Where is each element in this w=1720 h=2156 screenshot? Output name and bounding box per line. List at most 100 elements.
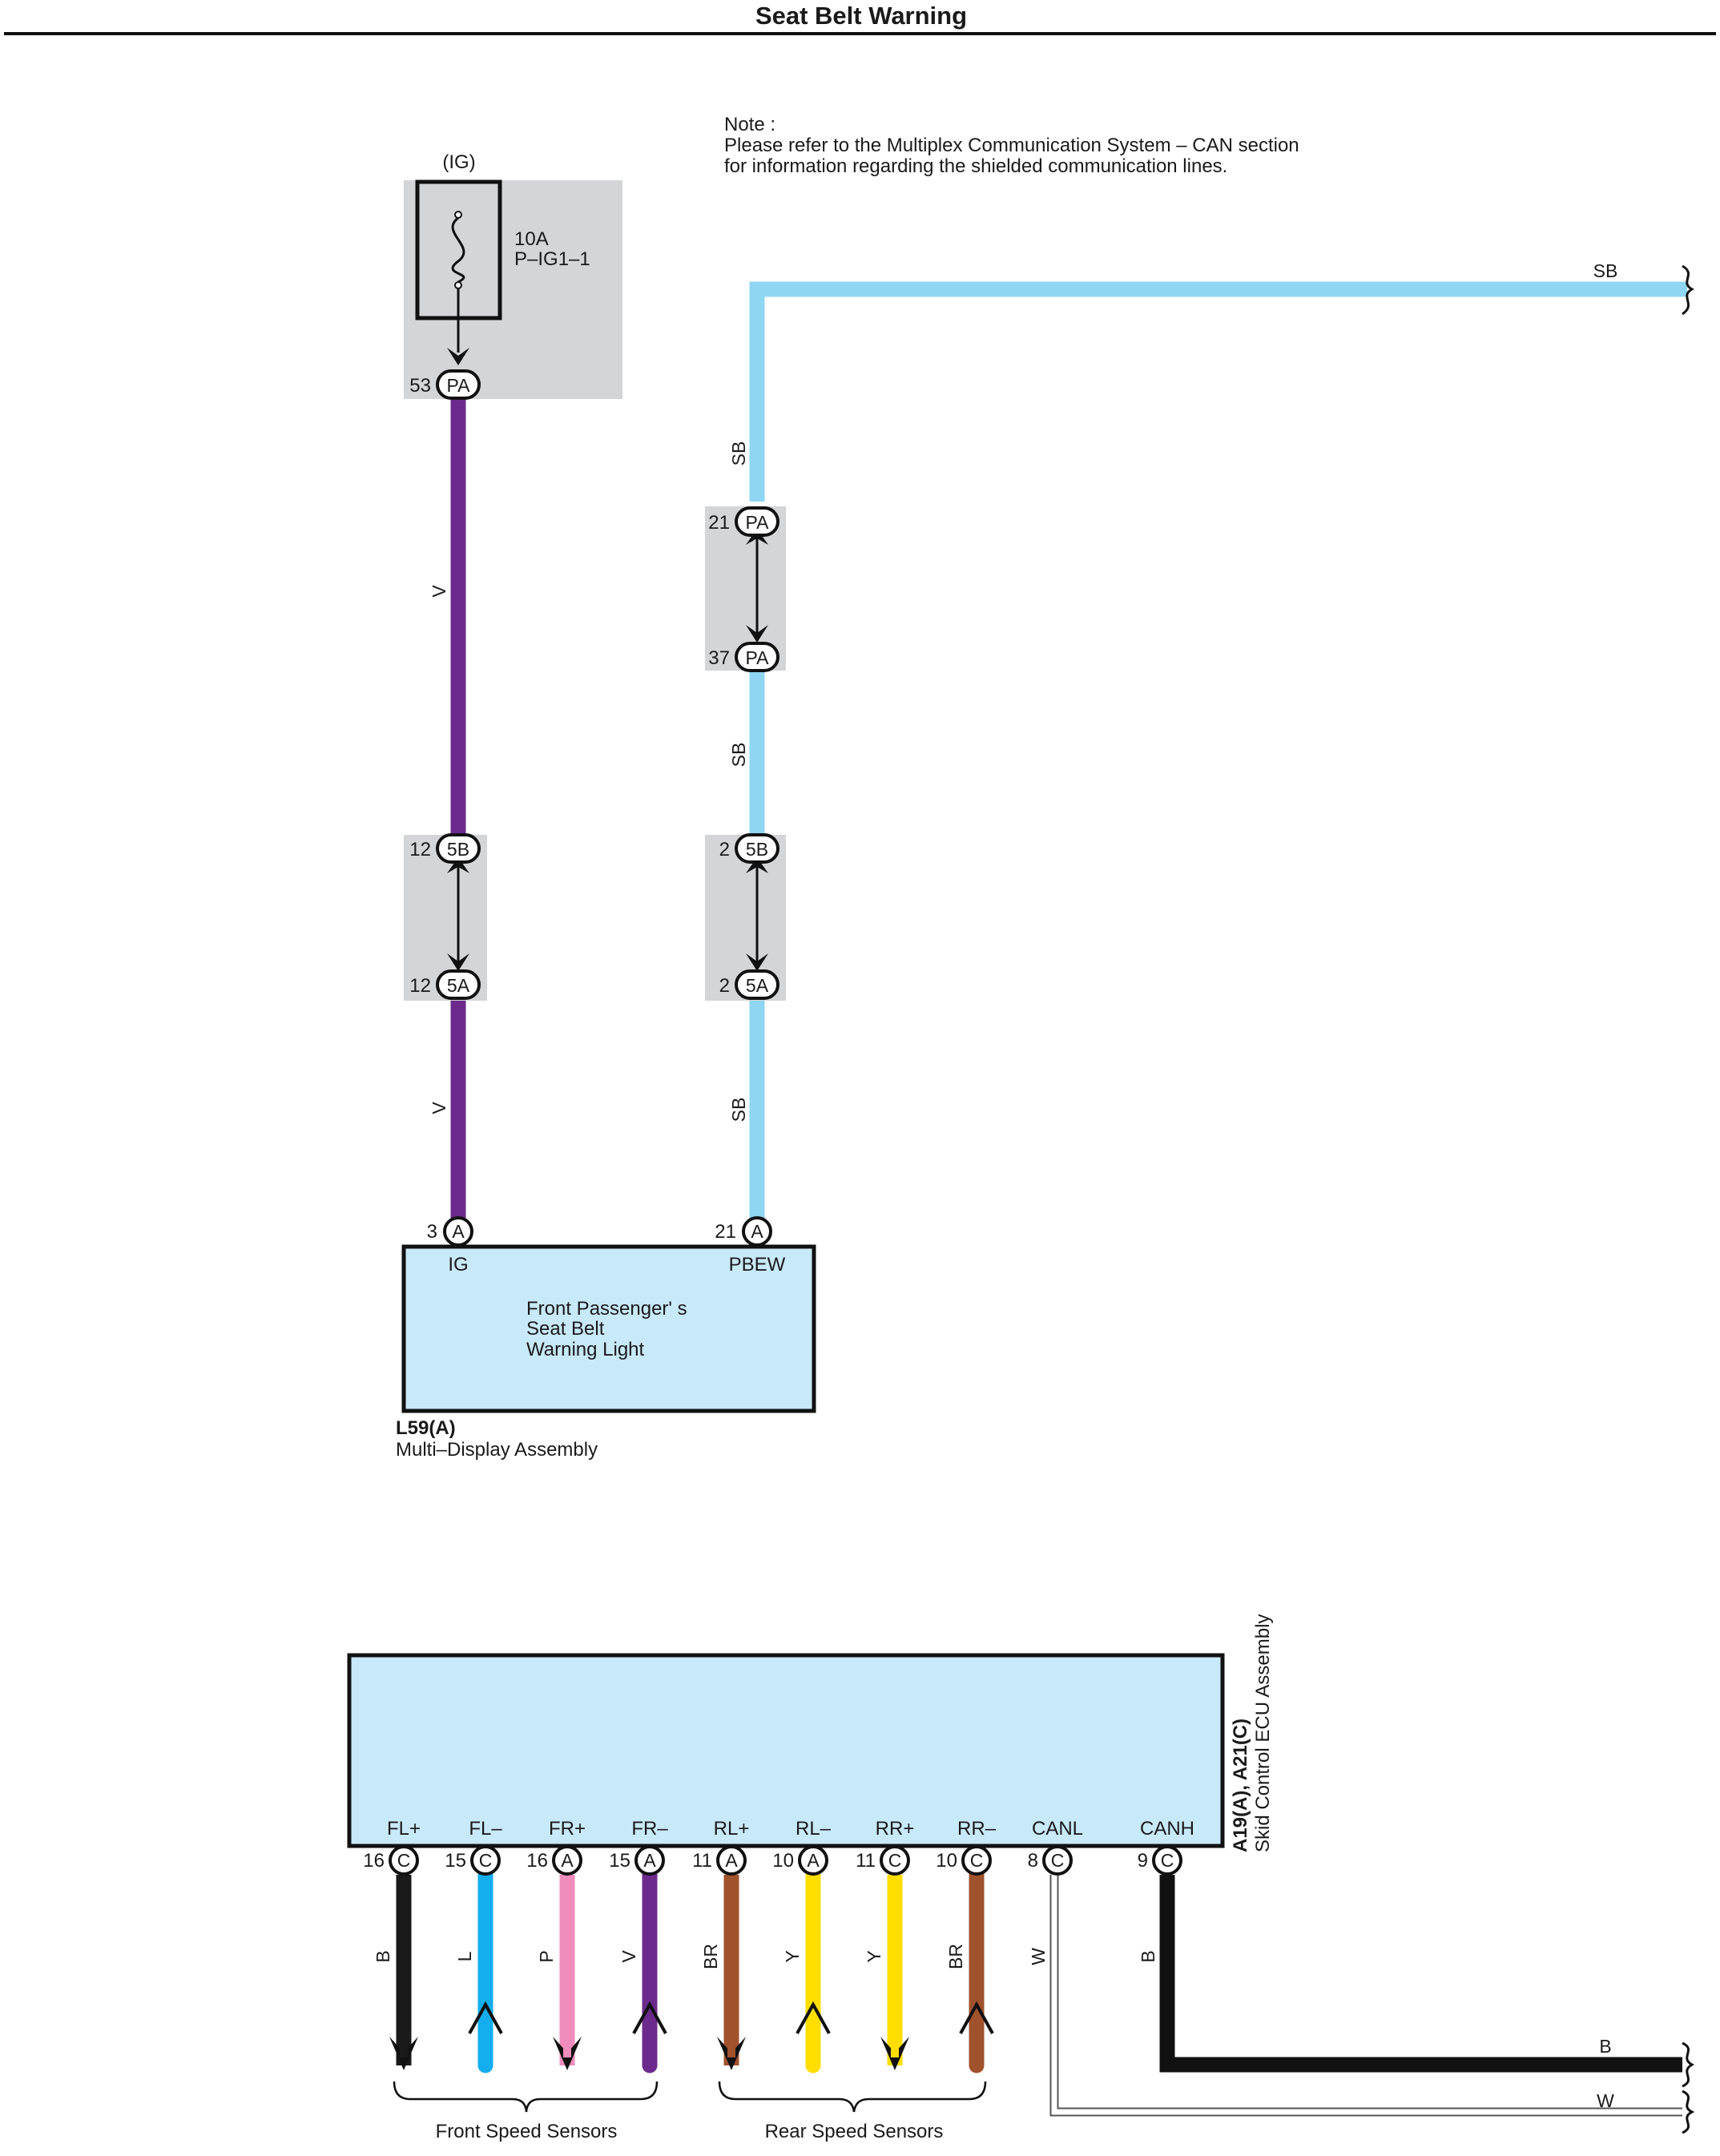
ecu-terminal-label: RL– — [796, 1818, 832, 1840]
ecu-terminal-connector-id: A — [643, 1850, 656, 1871]
meter-pin-ig-connector: A — [452, 1221, 465, 1242]
ecu-terminal-label: RL+ — [714, 1818, 750, 1840]
ecu-terminal-wire-label: B — [1138, 1950, 1158, 1962]
ecu-terminal-connector — [470, 1845, 501, 1876]
ecu-terminal-pin: 16 — [526, 1850, 548, 1872]
ecu-terminal-wire-label: BR — [945, 1944, 966, 1969]
meter-text-line-3: Warning Light — [526, 1339, 645, 1360]
ecu-terminal-connector-id: A — [561, 1850, 574, 1871]
meter-pin-ig-number: 3 — [427, 1221, 437, 1243]
ecu-terminal-pin: 9 — [1138, 1850, 1148, 1872]
ecu-terminal-connector — [1042, 1845, 1073, 1876]
meter-pin-pbew: A 21 — [715, 1216, 772, 1247]
connector-ig-5a: 5A 12 — [409, 969, 481, 1000]
meter-component: A 3 A 21 IG PBEW Front Passenger' s Seat… — [396, 1216, 816, 1461]
ecu-name: Skid Control ECU Assembly — [1252, 1614, 1274, 1852]
ecu-terminal-connector — [798, 1845, 828, 1876]
fuse-terminal-bottom — [454, 281, 462, 289]
canh-wire — [1159, 1875, 1682, 2073]
ecu-terminal-pin: 16 — [363, 1850, 385, 1872]
connector-pa-21-pin: 21 — [708, 512, 730, 534]
wire-sb-label-2: SB — [728, 743, 749, 768]
connector-pa-37-id: PA — [746, 647, 770, 668]
ecu-terminal-label: FL– — [469, 1818, 502, 1840]
wire-sb-top — [749, 281, 1687, 502]
can-lines: B W — [1049, 1875, 1695, 2134]
connector-sb-5b-id: 5B — [746, 839, 768, 860]
connector-sb-5a-pin: 2 — [719, 975, 730, 997]
fuse-power-source: (IG) — [442, 151, 475, 173]
ecu-terminal-wire-label: Y — [864, 1950, 884, 1962]
ecu-terminal-pin: 8 — [1028, 1850, 1038, 1872]
ecu-terminal-pin: 15 — [445, 1850, 466, 1872]
meter-terminal-ig: IG — [448, 1254, 468, 1275]
front-sensors-brace — [393, 2081, 659, 2113]
wire-sb-label-3: SB — [728, 1098, 749, 1122]
note-line-2: for information regarding the shielded c… — [724, 155, 1227, 177]
fuse-down-arrow-icon — [447, 348, 469, 365]
ecu-terminal-wire-label: W — [1028, 1948, 1049, 1965]
front-sensors-label: Front Speed Sensors — [436, 2121, 618, 2142]
ecu-terminal-pin: 11 — [692, 1850, 712, 1872]
connector-sb-5b: 5B 2 — [719, 833, 779, 864]
ecu-terminal-connector-id: C — [479, 1850, 493, 1871]
ecu-body — [347, 1653, 1225, 1848]
wire-v-label-1: V — [429, 585, 449, 598]
ecu-terminal-label: CANH — [1140, 1818, 1194, 1840]
meter-pin-ig: A 3 — [427, 1216, 473, 1247]
ecu-terminal-connector — [880, 1845, 910, 1876]
junction-ig-down-arrow-icon — [447, 953, 469, 971]
ecu-terminal-pin: 11 — [856, 1850, 876, 1872]
ecu-terminal-pin: 15 — [609, 1850, 630, 1872]
meter-text-line-2: Seat Belt — [526, 1318, 605, 1340]
fuse-block: (IG) 10A P–IG1–1 — [404, 151, 622, 399]
ecu-terminal-pin: 10 — [772, 1850, 794, 1872]
sensor-braces: Front Speed Sensors Rear Speed Sensors — [393, 2081, 987, 2142]
canl-wire-outer — [1049, 1875, 1682, 2117]
ecu-terminal-6: RR+ Y C 11 — [856, 1818, 914, 2070]
ecu-terminal-connector-id: C — [1051, 1850, 1065, 1871]
connector-ig-5a-pin: 12 — [409, 975, 431, 997]
ecu-terminal-connector — [552, 1845, 582, 1876]
ecu-terminal-pin: 10 — [936, 1850, 957, 1872]
meter-name: Multi–Display Assembly — [396, 1439, 598, 1461]
junction-pa-down-arrow-icon — [746, 625, 768, 643]
rear-sensors-label: Rear Speed Sensors — [765, 2121, 944, 2142]
ecu-terminal-connector — [389, 1845, 419, 1876]
ecu-terminal-wire-label: Y — [782, 1950, 803, 1962]
wire-v-label-2: V — [429, 1102, 449, 1114]
connector-pa-21: PA 21 — [708, 506, 779, 537]
ecu-terminal-connector-id: C — [888, 1850, 902, 1871]
ecu-terminal-up-arrow-icon — [959, 2001, 994, 2034]
meter-pin-pbew-number: 21 — [715, 1221, 736, 1243]
ecu-terminal-label: RR+ — [876, 1818, 915, 1840]
ecu-terminal-label: FR– — [631, 1818, 668, 1840]
page-title: Seat Belt Warning — [755, 2, 967, 30]
meter-text-line-1: Front Passenger' s — [526, 1298, 687, 1320]
connector-pa-21-id: PA — [746, 512, 770, 533]
connector-ig-5b-id: 5B — [447, 839, 469, 860]
ecu-terminal-9: CANH B C9 — [1138, 1818, 1194, 1963]
ecu-terminal-connector — [634, 1845, 665, 1876]
ecu-terminal-up-arrow-icon — [468, 2001, 503, 2034]
ecu-code: A19(A), A21(C) — [1230, 1719, 1251, 1852]
junction-sb5-down-arrow-icon — [746, 953, 768, 971]
ecu-terminal-wire-label: BR — [700, 1944, 721, 1969]
ecu-terminal-label: FL+ — [387, 1818, 421, 1840]
ecu-terminal-label: RR– — [957, 1818, 997, 1840]
meter-code: L59(A) — [396, 1417, 456, 1439]
wire-sb-label-1: SB — [728, 441, 749, 466]
note-heading: Note : — [724, 114, 775, 135]
fuse-rating: 10A — [514, 228, 549, 250]
ecu-terminal-connector-id: C — [1161, 1850, 1174, 1871]
rear-sensors-brace — [718, 2081, 987, 2113]
canh-break-icon — [1682, 2041, 1695, 2088]
ecu-terminal-wire-label: B — [373, 1950, 393, 1962]
connector-fuse-pa: PA 53 — [409, 369, 481, 400]
